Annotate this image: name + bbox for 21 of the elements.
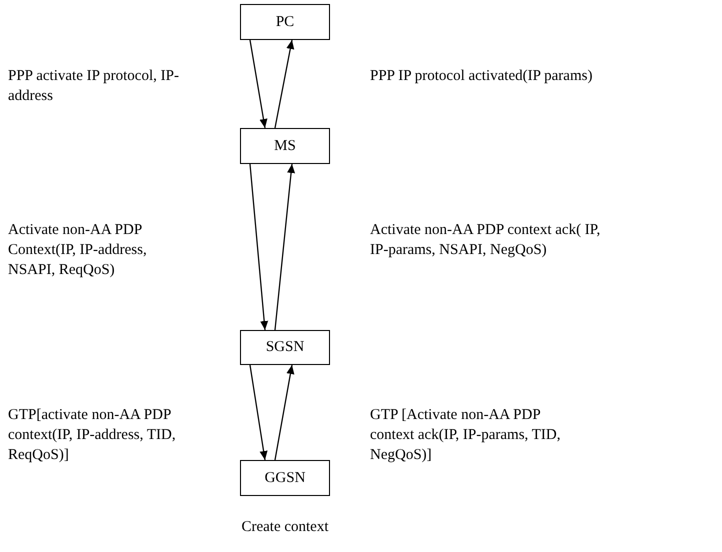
box-label: GGSN (264, 468, 306, 488)
node-caption: Create context (240, 518, 330, 537)
message-text: GTP [Activate non-AA PDP context ack(IP, IP-params, TID, NegQoS)] (370, 406, 562, 465)
process-box (240, 4, 330, 40)
process-box (240, 330, 330, 365)
message-text: PPP IP protocol activated(IP params) (370, 67, 594, 86)
arrow (274, 364, 294, 460)
message-text: PPP activate IP protocol, IP-address (8, 67, 180, 106)
arrow (249, 164, 268, 330)
box-label: PC (276, 12, 294, 32)
arrow (274, 164, 296, 330)
box-label: SGSN (266, 338, 304, 358)
message-text: Activate non-AA PDP context ack( IP, IP-params, NSAPI, NegQoS) (370, 221, 602, 260)
process-box (240, 460, 330, 496)
message-text: Activate non-AA PDP Context(IP, IP-address, NSAPI, ReqQoS) (8, 221, 148, 280)
message-text: GTP[activate non-AA PDP context(IP, IP-address, TID, ReqQoS)] (8, 406, 177, 465)
box-label: MS (274, 136, 296, 156)
arrow (249, 40, 268, 128)
process-box (240, 128, 330, 164)
arrow (249, 364, 268, 460)
arrow (274, 40, 294, 128)
